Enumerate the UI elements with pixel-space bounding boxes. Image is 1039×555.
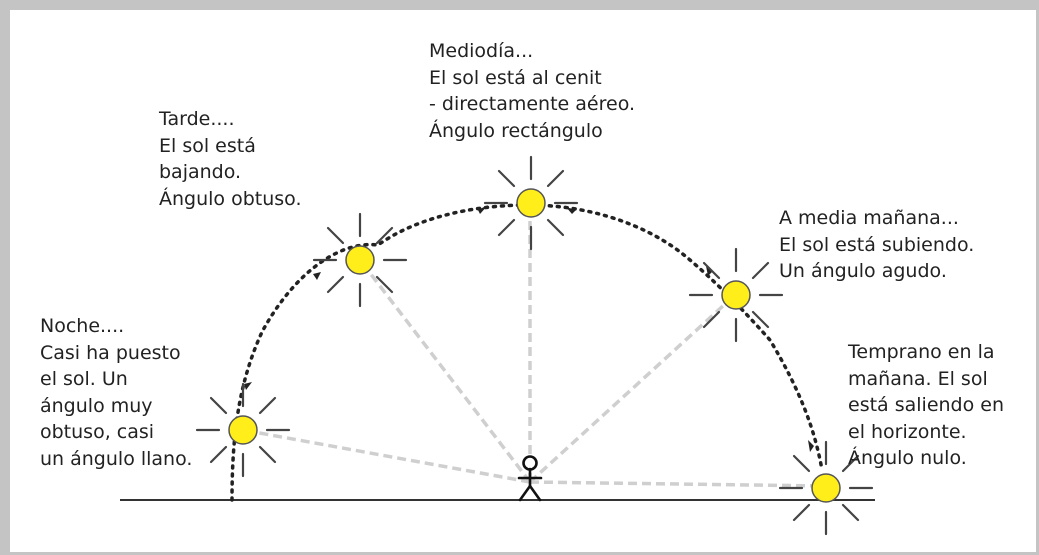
midmorning-label-line: Un ángulo agudo. xyxy=(779,260,947,282)
arc-arrows xyxy=(244,205,814,452)
sun-icon xyxy=(778,440,874,536)
noon-label-line: El sol está al cenit xyxy=(429,66,602,89)
night-label-line: Noche.... xyxy=(40,315,125,337)
midmorning-label: A media mañana... El sol está subiendo. … xyxy=(779,205,974,285)
arc-arrow-6 xyxy=(808,440,814,452)
sun-icon xyxy=(688,247,784,343)
stick-figure-icon xyxy=(517,455,543,502)
angle-line-night xyxy=(242,428,531,484)
midmorning-label-line: A media mañana... xyxy=(779,207,959,229)
arc-arrow-1 xyxy=(244,382,252,390)
angle-line-midmorning xyxy=(528,293,737,484)
noon-label-line: - directamente aéreo. xyxy=(429,93,636,115)
afternoon-label: Tarde.... El sol está bajando. Ángulo ob… xyxy=(159,106,302,212)
early-morning-label-line: mañana. El sol xyxy=(848,367,988,390)
angle-lines xyxy=(242,203,826,488)
angle-line-early xyxy=(529,480,826,488)
sun-path-arc xyxy=(230,203,824,502)
sun-icon xyxy=(195,382,291,478)
sun-icon xyxy=(483,155,579,251)
afternoon-label-line: Ángulo obtuso. xyxy=(159,187,302,210)
arc-arrow-4 xyxy=(566,207,576,214)
angle-line-afternoon xyxy=(358,258,532,484)
afternoon-label-line: El sol está xyxy=(159,134,256,157)
noon-label-line: Ángulo rectángulo xyxy=(429,119,603,142)
early-morning-label: Temprano en la mañana. El sol está salie… xyxy=(848,339,1004,472)
arc-arrow-5 xyxy=(706,266,712,276)
night-label-line: Casi ha puesto xyxy=(40,341,181,364)
arc-arrow-3 xyxy=(478,205,488,214)
night-label-line: el sol. Un xyxy=(40,368,128,390)
sun-icon xyxy=(312,212,408,308)
early-morning-label-line: el horizonte. xyxy=(848,420,967,443)
night-label-line: obtuso, casi xyxy=(40,421,155,443)
early-morning-label-line: Temprano en la xyxy=(848,341,995,363)
noon-label-line: Mediodía... xyxy=(429,40,534,62)
early-morning-label-line: está saliendo en xyxy=(848,394,1005,416)
night-label-line: un ángulo llano. xyxy=(40,447,193,470)
night-label: Noche.... Casi ha puesto el sol. Un ángu… xyxy=(40,313,192,472)
early-morning-label-line: Ángulo nulo. xyxy=(848,447,967,469)
afternoon-label-line: Tarde.... xyxy=(159,108,235,130)
noon-label: Mediodía... El sol está al cenit - direc… xyxy=(429,38,635,144)
night-label-line: ángulo muy xyxy=(40,394,153,417)
arc-arrow-2 xyxy=(313,272,321,280)
midmorning-label-line: El sol está subiendo. xyxy=(779,233,975,256)
afternoon-label-line: bajando. xyxy=(159,161,242,183)
